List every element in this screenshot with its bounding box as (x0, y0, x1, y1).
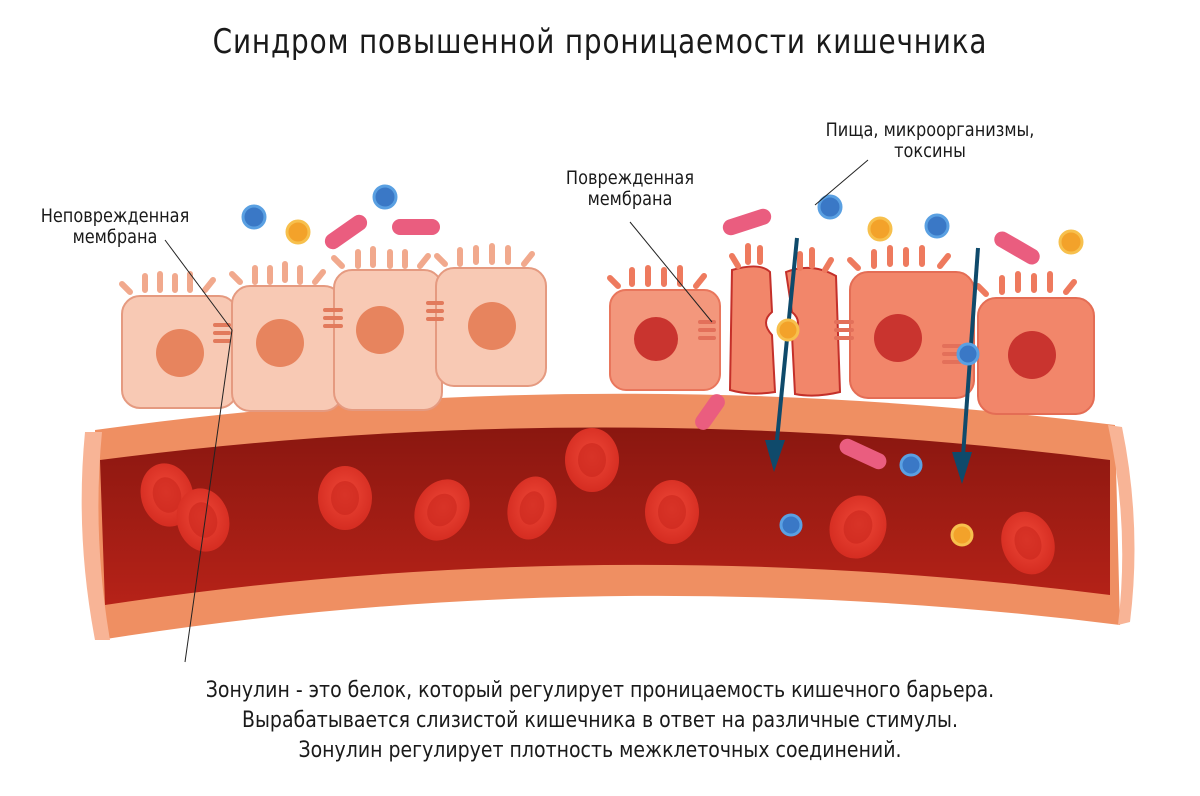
caption-line: Вырабатывается слизистой кишечника в отв… (242, 708, 958, 733)
caption: Зонулин - это белок, который регулирует … (0, 676, 1200, 766)
microbes (241, 184, 1084, 547)
label-intact-membrane: Неповрежденная мембрана (40, 205, 190, 248)
leak-arrows (765, 237, 980, 484)
healthy-epithelial-cells (119, 243, 547, 412)
blood-vessel (81, 393, 1135, 640)
damaged-epithelial-cells (607, 243, 1095, 415)
callout-lines (164, 159, 869, 663)
caption-line: Зонулин - это белок, который регулирует … (205, 678, 995, 703)
red-blood-cells (140, 428, 1055, 575)
label-damaged-membrane: Поврежденная мембрана (565, 167, 695, 210)
caption-line: Зонулин регулирует плотность межклеточны… (298, 738, 902, 763)
page-title: Синдром повышенной проницаемости кишечни… (212, 22, 988, 62)
label-food-microbes-toxins: Пища, микроорганизмы, токсины (825, 119, 1035, 162)
